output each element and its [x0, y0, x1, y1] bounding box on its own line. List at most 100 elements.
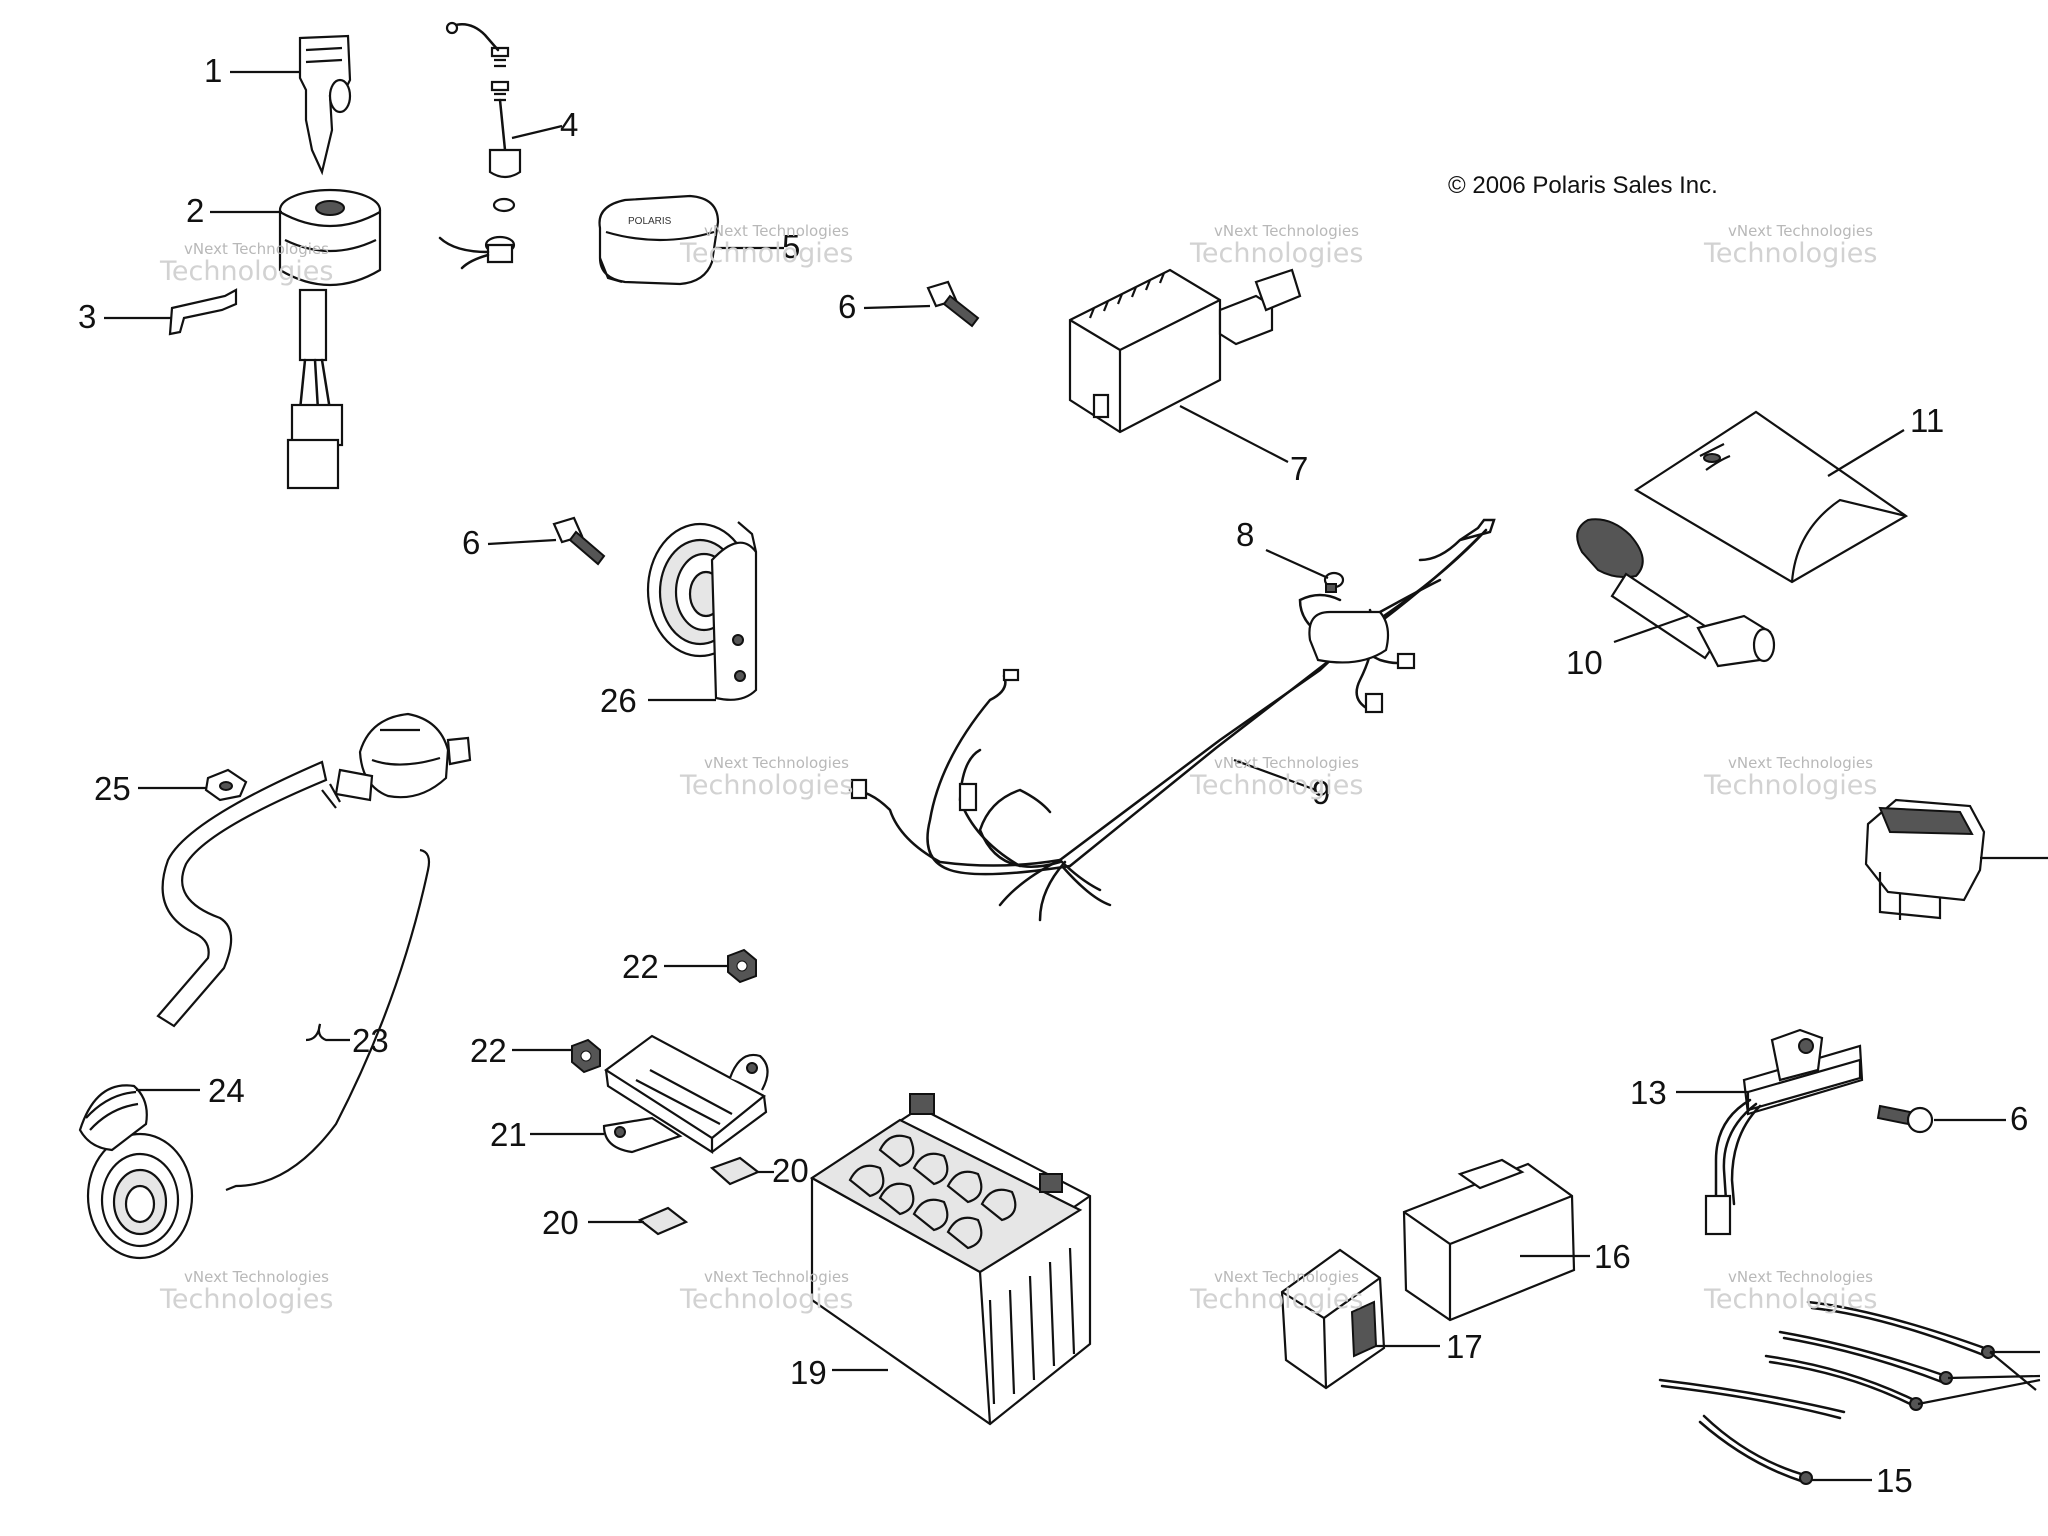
watermark-6: Technologies vNext Technologies [1189, 754, 1363, 801]
part-6-bolt-a [926, 280, 980, 328]
part-24-boot [78, 1084, 194, 1260]
part-5-polaris-cover: POLARIS [598, 194, 720, 286]
callout-3: 3 [78, 298, 96, 335]
callout-19: 19 [790, 1354, 827, 1391]
leader-11 [1827, 429, 1905, 477]
svg-text:Technologies: Technologies [1703, 1284, 1877, 1315]
callout-22a: 22 [622, 948, 659, 985]
part-6-bolt-c [1876, 1104, 1934, 1134]
part-23-brace [225, 848, 431, 1192]
svg-text:Technologies: Technologies [679, 770, 853, 801]
callout-5: 5 [782, 228, 800, 265]
part-23-cable [156, 712, 472, 1028]
leader-8 [1265, 548, 1329, 580]
part-7-regulator [1068, 268, 1302, 434]
polaris-logo: POLARIS [628, 216, 672, 227]
part-11-pouch [1633, 410, 1909, 584]
watermark-1: Technologies vNext Technologies [159, 240, 333, 287]
part-19-battery [809, 1093, 1092, 1426]
watermark-9: Technologies vNext Technologies [679, 1268, 853, 1315]
leader-9 [1233, 758, 1317, 792]
callout-17: 17 [1446, 1328, 1483, 1365]
part-10-light [1576, 518, 1776, 668]
part-22-nut-b [571, 1038, 601, 1074]
callout-6c: 6 [2010, 1100, 2028, 1137]
svg-text:Technologies: Technologies [1703, 770, 1877, 801]
watermark-5: Technologies vNext Technologies [679, 754, 853, 801]
callout-7: 7 [1290, 450, 1308, 487]
svg-text:Technologies: Technologies [1703, 238, 1877, 269]
watermark-4: Technologies vNext Technologies [1703, 222, 1877, 269]
part-relay-box [1864, 798, 1986, 920]
svg-text:vNext Technologies: vNext Technologies [1728, 222, 1873, 240]
part-3-clip [168, 288, 238, 336]
callout-10: 10 [1566, 644, 1603, 681]
svg-text:vNext Technologies: vNext Technologies [1728, 754, 1873, 772]
part-16-module [1402, 1158, 1576, 1322]
svg-text:vNext Technologies: vNext Technologies [704, 1268, 849, 1286]
callout-20b: 20 [542, 1204, 579, 1241]
part-20-pad-b [637, 1206, 689, 1236]
callout-22b: 22 [470, 1032, 507, 1069]
leader-6b [487, 538, 557, 546]
svg-text:Technologies: Technologies [159, 256, 333, 287]
svg-text:Technologies: Technologies [679, 238, 853, 269]
svg-text:Technologies: Technologies [1189, 1284, 1363, 1315]
part-13-switch [1704, 1028, 1864, 1236]
svg-text:vNext Technologies: vNext Technologies [1214, 1268, 1359, 1286]
callout-15: 15 [1876, 1462, 1913, 1499]
callout-9: 9 [1312, 774, 1330, 811]
callout-21: 21 [490, 1116, 527, 1153]
callout-24: 24 [208, 1072, 245, 1109]
svg-text:vNext Technologies: vNext Technologies [1214, 754, 1359, 772]
part-22-nut-a [727, 948, 757, 984]
svg-text:vNext Technologies: vNext Technologies [184, 240, 329, 258]
part-21-hold-down [602, 1034, 769, 1155]
svg-text:Technologies: Technologies [159, 1284, 333, 1315]
watermark-7: Technologies vNext Technologies [1703, 754, 1877, 801]
watermark-3: Technologies vNext Technologies [1189, 222, 1363, 269]
callout-11: 11 [1910, 402, 1944, 439]
part-25-clip [204, 768, 248, 802]
part-17-bracket [1280, 1248, 1386, 1390]
part-2-ignition-switch [278, 188, 382, 490]
svg-text:Technologies: Technologies [1189, 238, 1363, 269]
part-1-key [298, 34, 352, 176]
callout-4: 4 [560, 106, 578, 143]
leader-4 [511, 124, 563, 140]
part-4-tether [438, 21, 522, 270]
callout-26: 26 [600, 682, 637, 719]
callout-2: 2 [186, 192, 204, 229]
svg-text:Technologies: Technologies [679, 1284, 853, 1315]
watermark-2: Technologies vNext Technologies [679, 222, 853, 269]
leader-7 [1179, 405, 1289, 463]
callout-23: 23 [352, 1022, 389, 1059]
part-9-wiring-harness [848, 518, 1496, 922]
svg-text:vNext Technologies: vNext Technologies [1214, 222, 1359, 240]
callout-8: 8 [1236, 516, 1254, 553]
leader-10 [1613, 614, 1689, 644]
part-6-bolt-b [552, 516, 606, 566]
svg-text:vNext Technologies: vNext Technologies [184, 1268, 329, 1286]
part-15-wire-leads [1658, 1300, 2041, 1485]
svg-text:vNext Technologies: vNext Technologies [704, 754, 849, 772]
copyright-text: © 2006 Polaris Sales Inc. [1448, 172, 1718, 199]
svg-text:Technologies: Technologies [1189, 770, 1363, 801]
leader-6a [863, 304, 931, 310]
svg-text:vNext Technologies: vNext Technologies [704, 222, 849, 240]
callout-1: 1 [204, 52, 222, 89]
callout-25: 25 [94, 770, 131, 807]
part-20-pad-a [709, 1156, 761, 1186]
callout-6a: 6 [838, 288, 856, 325]
svg-text:vNext Technologies: vNext Technologies [1728, 1268, 1873, 1286]
watermark-10: Technologies vNext Technologies [1189, 1268, 1363, 1315]
part-26-horn [646, 521, 758, 701]
callout-16: 16 [1594, 1238, 1631, 1275]
part-8-bulb [1323, 571, 1345, 593]
watermark-11: Technologies vNext Technologies [1703, 1268, 1877, 1315]
callout-20a: 20 [772, 1152, 809, 1189]
watermark-8: Technologies vNext Technologies [159, 1268, 333, 1315]
callout-13: 13 [1630, 1074, 1667, 1111]
callout-6b: 6 [462, 524, 480, 561]
